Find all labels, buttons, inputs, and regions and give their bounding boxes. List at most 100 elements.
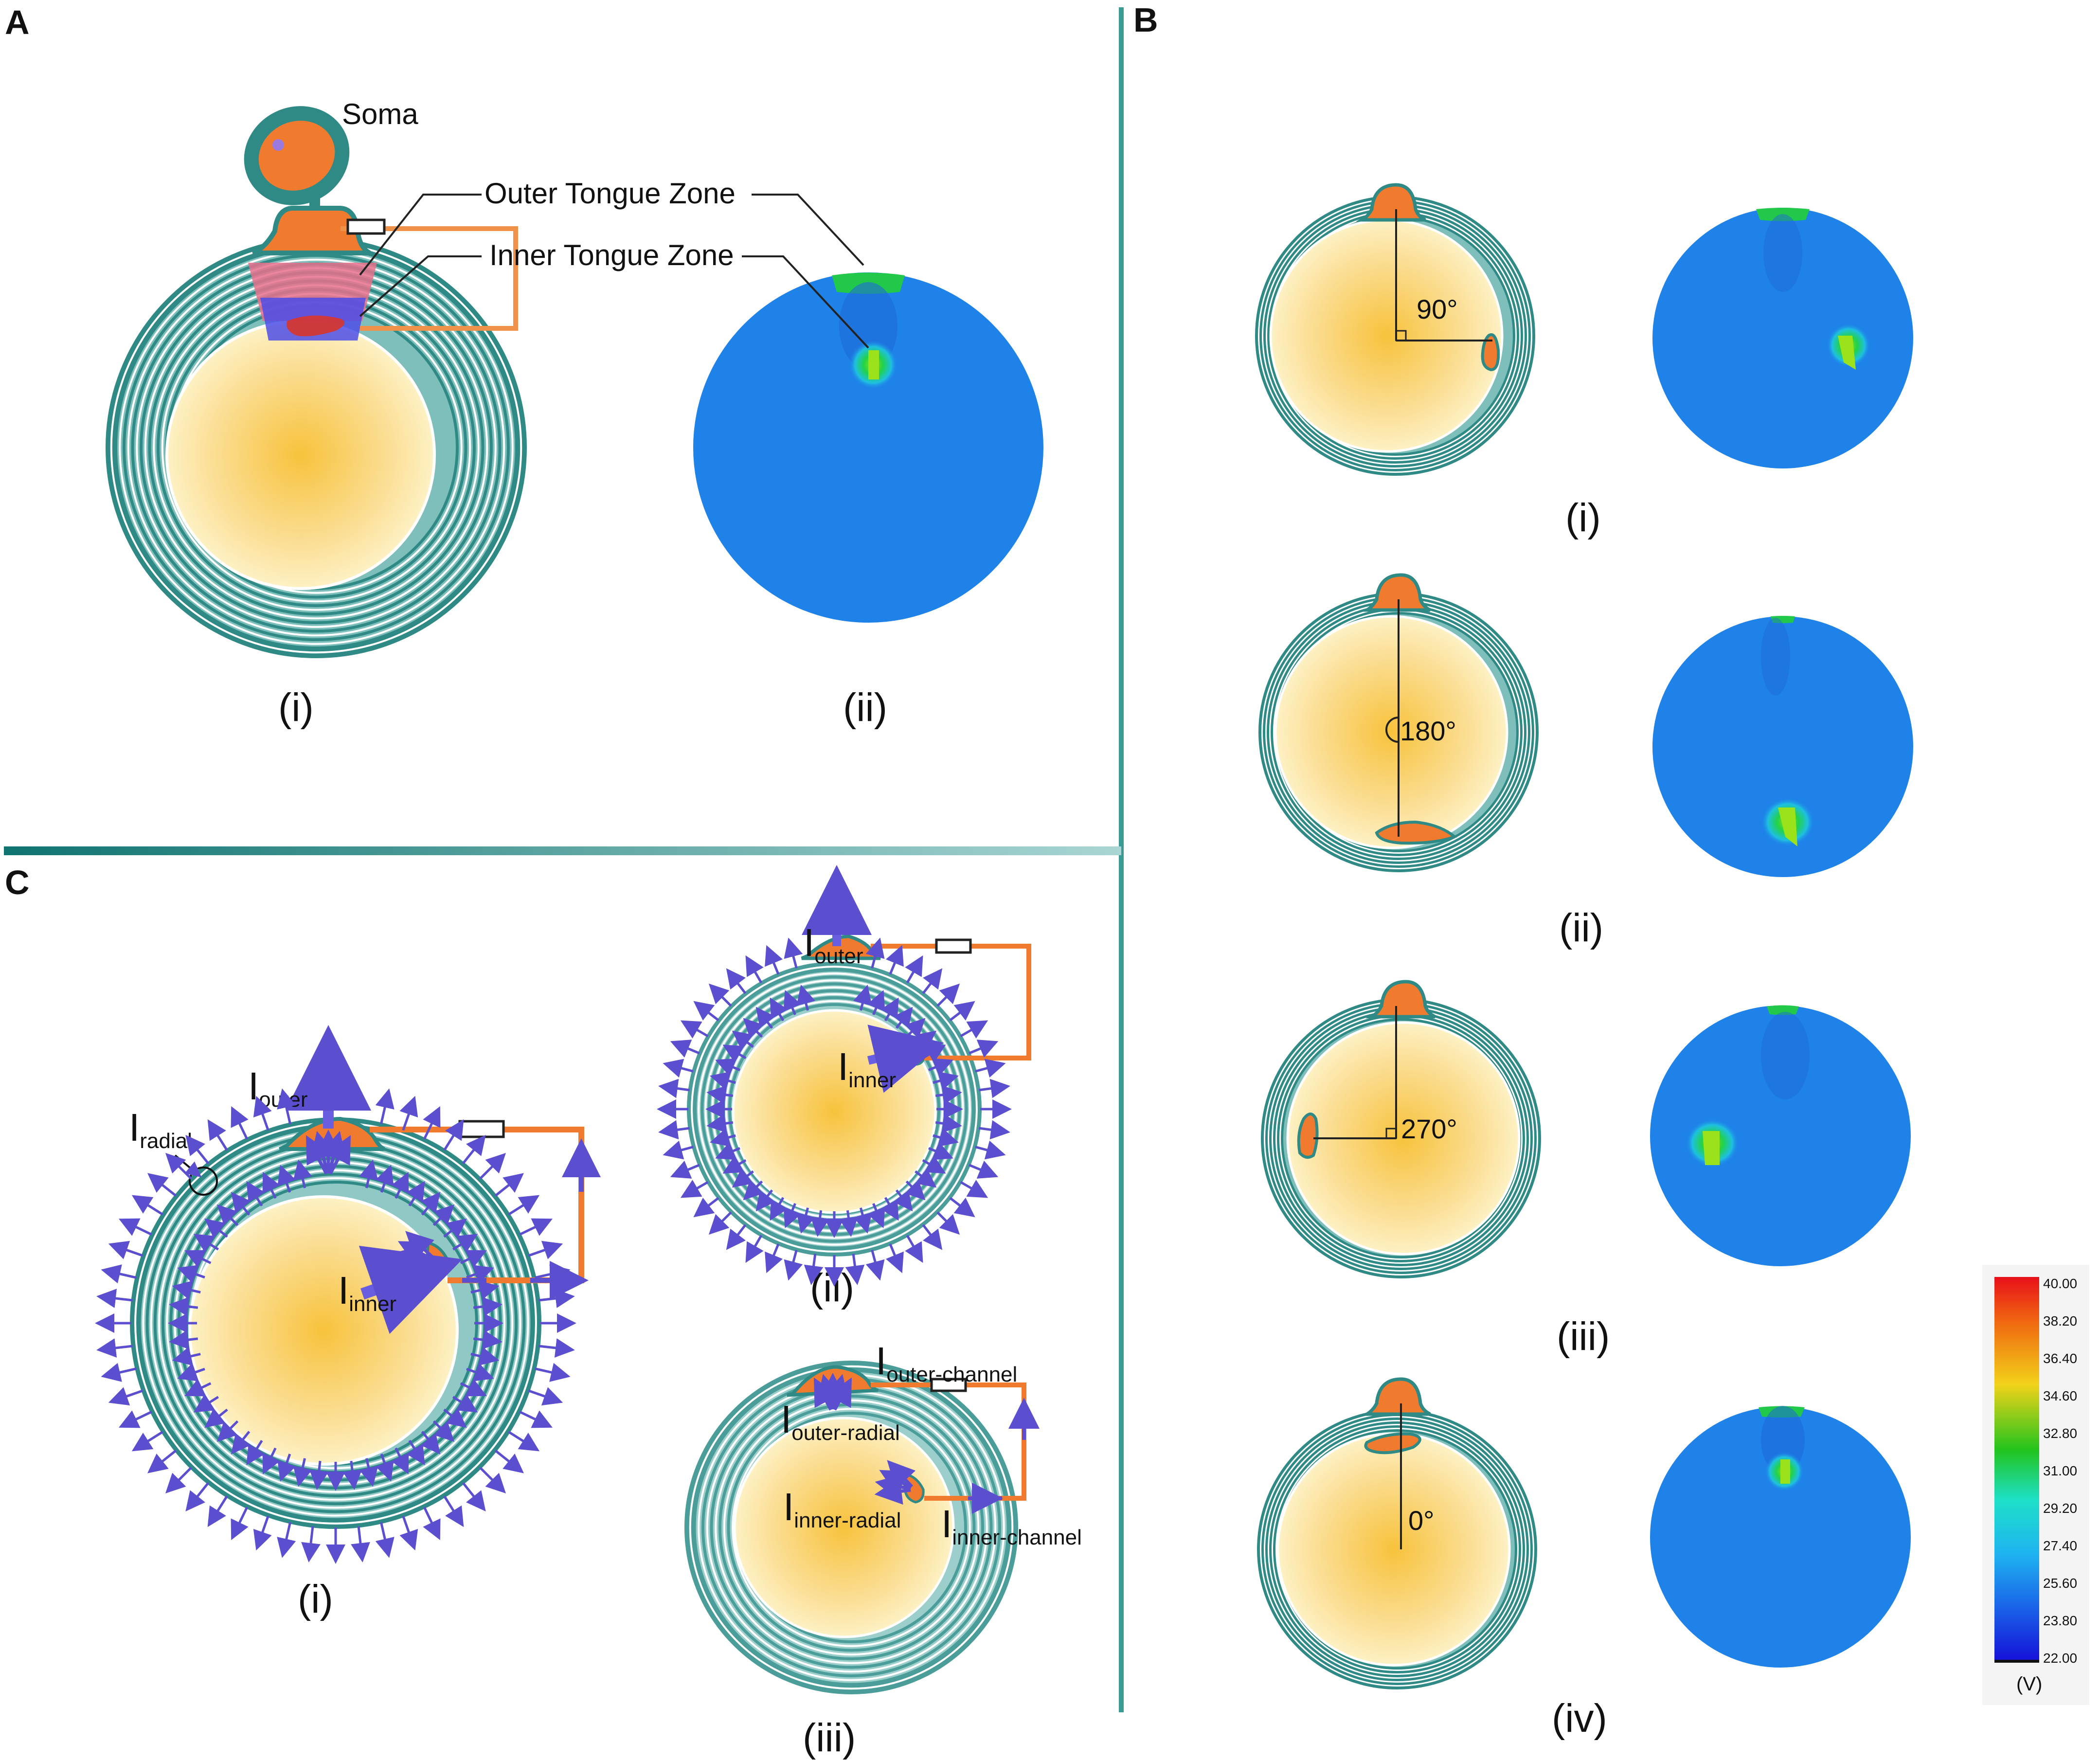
radial-arrow-inner: [452, 1234, 478, 1253]
radial-arrow: [207, 1495, 228, 1527]
radial-arrow: [165, 1152, 192, 1180]
radial-arrow-inner: [473, 1296, 503, 1316]
c-ii-resistor: [935, 938, 972, 954]
field-hotspot-inner: [868, 350, 879, 379]
row-iii-field-disk: [1650, 1006, 1911, 1266]
radial-arrow: [658, 1078, 690, 1098]
colorbar-tick-label: 36.40: [2043, 1351, 2077, 1366]
radial-arrow-inner: [743, 1018, 764, 1039]
c-iii-tongue-arrows: [814, 1373, 916, 1505]
tongue-arrow: [325, 1135, 351, 1175]
row-ii-angle-arc: [1385, 717, 1399, 743]
panel-c-sub-ii: (ii): [810, 1266, 854, 1310]
row-iii-field-plume: [1761, 1012, 1810, 1099]
myelin-line: [1263, 1416, 1531, 1683]
radial-arrow-inner: [853, 985, 872, 1011]
tongue-arrow: [393, 1250, 434, 1277]
c-i-resistor: [458, 1120, 505, 1138]
radial-arrow-inner: [466, 1265, 494, 1284]
radial-arrow: [865, 1250, 885, 1281]
c-i-outer-current-label: Iouter: [248, 1064, 308, 1112]
radial-arrow: [922, 1224, 943, 1250]
radial-arrow-inner: [880, 1197, 899, 1221]
myelin-line: [1265, 1417, 1529, 1682]
row-iv-field-hot: [1780, 1459, 1790, 1484]
radial-arrow-inner: [715, 1142, 740, 1160]
circuit-wire: [341, 226, 518, 331]
radial-arrow: [936, 1211, 960, 1235]
colorbar-tick-label: 22.00: [2043, 1651, 2077, 1666]
panel-a-sub-ii: (ii): [843, 685, 887, 730]
radial-arrow-inner: [710, 1128, 736, 1147]
radial-arrow: [399, 1096, 418, 1131]
row-ii-outer-tongue: [1361, 573, 1431, 612]
row-i-field-disk: [1652, 208, 1913, 468]
radial-arrow-inner: [231, 1431, 251, 1455]
radial-arrow-inner: [893, 1189, 913, 1212]
radial-arrow-inner: [391, 1172, 409, 1199]
radial-arrow-inner: [710, 1071, 736, 1091]
row-ii-inner-tongue: [1375, 820, 1457, 845]
radial-arrow-inner: [169, 1330, 198, 1350]
radial-arrow-inner: [204, 1408, 228, 1428]
c-ii-labels: Iouter Iinner: [804, 921, 896, 1092]
radial-arrow-inner: [406, 1439, 425, 1466]
colorbar-gradient: [1994, 1277, 2039, 1661]
radial-arrow: [979, 1120, 1010, 1140]
myelin-line: [698, 972, 971, 1246]
radial-arrow: [207, 1119, 228, 1151]
radial-arrow: [277, 1088, 296, 1125]
panel-a-sub-i: (i): [278, 685, 314, 730]
c-i-radial-current-label: Iradial: [129, 1106, 192, 1153]
radial-arrow-inner: [420, 1431, 441, 1455]
row-iii-inner-tongue: [1297, 1113, 1319, 1159]
radial-arrow: [922, 968, 943, 994]
resistor: [346, 218, 386, 235]
radial-arrow: [538, 1289, 575, 1308]
radial-arrow: [494, 1173, 524, 1197]
radial-arrow: [658, 1120, 690, 1140]
radial-arrow: [693, 1001, 719, 1022]
myelin-line: [1275, 1427, 1519, 1671]
colorbar-tick-label: 25.60: [2043, 1576, 2077, 1591]
row-iii-outer-tongue: [1365, 980, 1436, 1019]
radial-arrow: [423, 1507, 441, 1540]
row-i-angle: 90°: [1417, 294, 1458, 324]
radial-arrow-inner: [293, 1458, 312, 1487]
radial-arrow: [253, 1515, 272, 1551]
radial-arrow: [670, 1040, 700, 1058]
colorbar-ticks: 40.0038.2036.4034.6032.8031.0029.2027.40…: [2043, 1276, 2077, 1666]
radial-arrow-inner: [359, 1458, 378, 1487]
radial-arrow-inner: [915, 1030, 937, 1050]
radial-arrow: [494, 1449, 524, 1473]
field-leader-inner: [742, 255, 869, 349]
myelin-line: [1269, 1421, 1526, 1678]
radial-arrow: [885, 1243, 904, 1274]
myelin-line: [1271, 1423, 1523, 1675]
radial-arrow: [147, 1173, 177, 1197]
radial-arrow-inner: [880, 997, 899, 1022]
radial-arrow: [969, 1160, 999, 1179]
radial-arrow-inner: [217, 1204, 239, 1226]
radial-arrow: [375, 1522, 395, 1558]
row-i-inner-tongue: [1481, 333, 1500, 372]
radial-arrow-inner: [391, 1447, 409, 1474]
radial-arrow: [96, 1338, 133, 1358]
radial-arrow: [960, 1020, 988, 1039]
radial-current-arrows: [95, 1088, 576, 1564]
c-iii-resistor: [930, 1378, 967, 1392]
radial-arrow: [375, 1088, 395, 1125]
panel-b-row-ii: 180°: [1258, 573, 1913, 877]
c-i-axon: [188, 1195, 459, 1466]
colorbar-tick-label: 34.60: [2043, 1388, 2077, 1403]
row-iii-field-hot: [1703, 1131, 1720, 1165]
myelin-line: [684, 1361, 1018, 1694]
radial-arrow-inner: [867, 990, 885, 1015]
colorbar: 40.0038.2036.4034.6032.8031.0029.2027.40…: [1982, 1265, 2089, 1705]
radial-arrow-inner: [293, 1159, 312, 1188]
radial-arrow: [975, 1059, 1006, 1078]
radial-arrow-inner: [732, 1030, 754, 1050]
radial-arrow-inner: [262, 1447, 280, 1474]
colorbar-tick-label: 27.40: [2043, 1538, 2077, 1553]
